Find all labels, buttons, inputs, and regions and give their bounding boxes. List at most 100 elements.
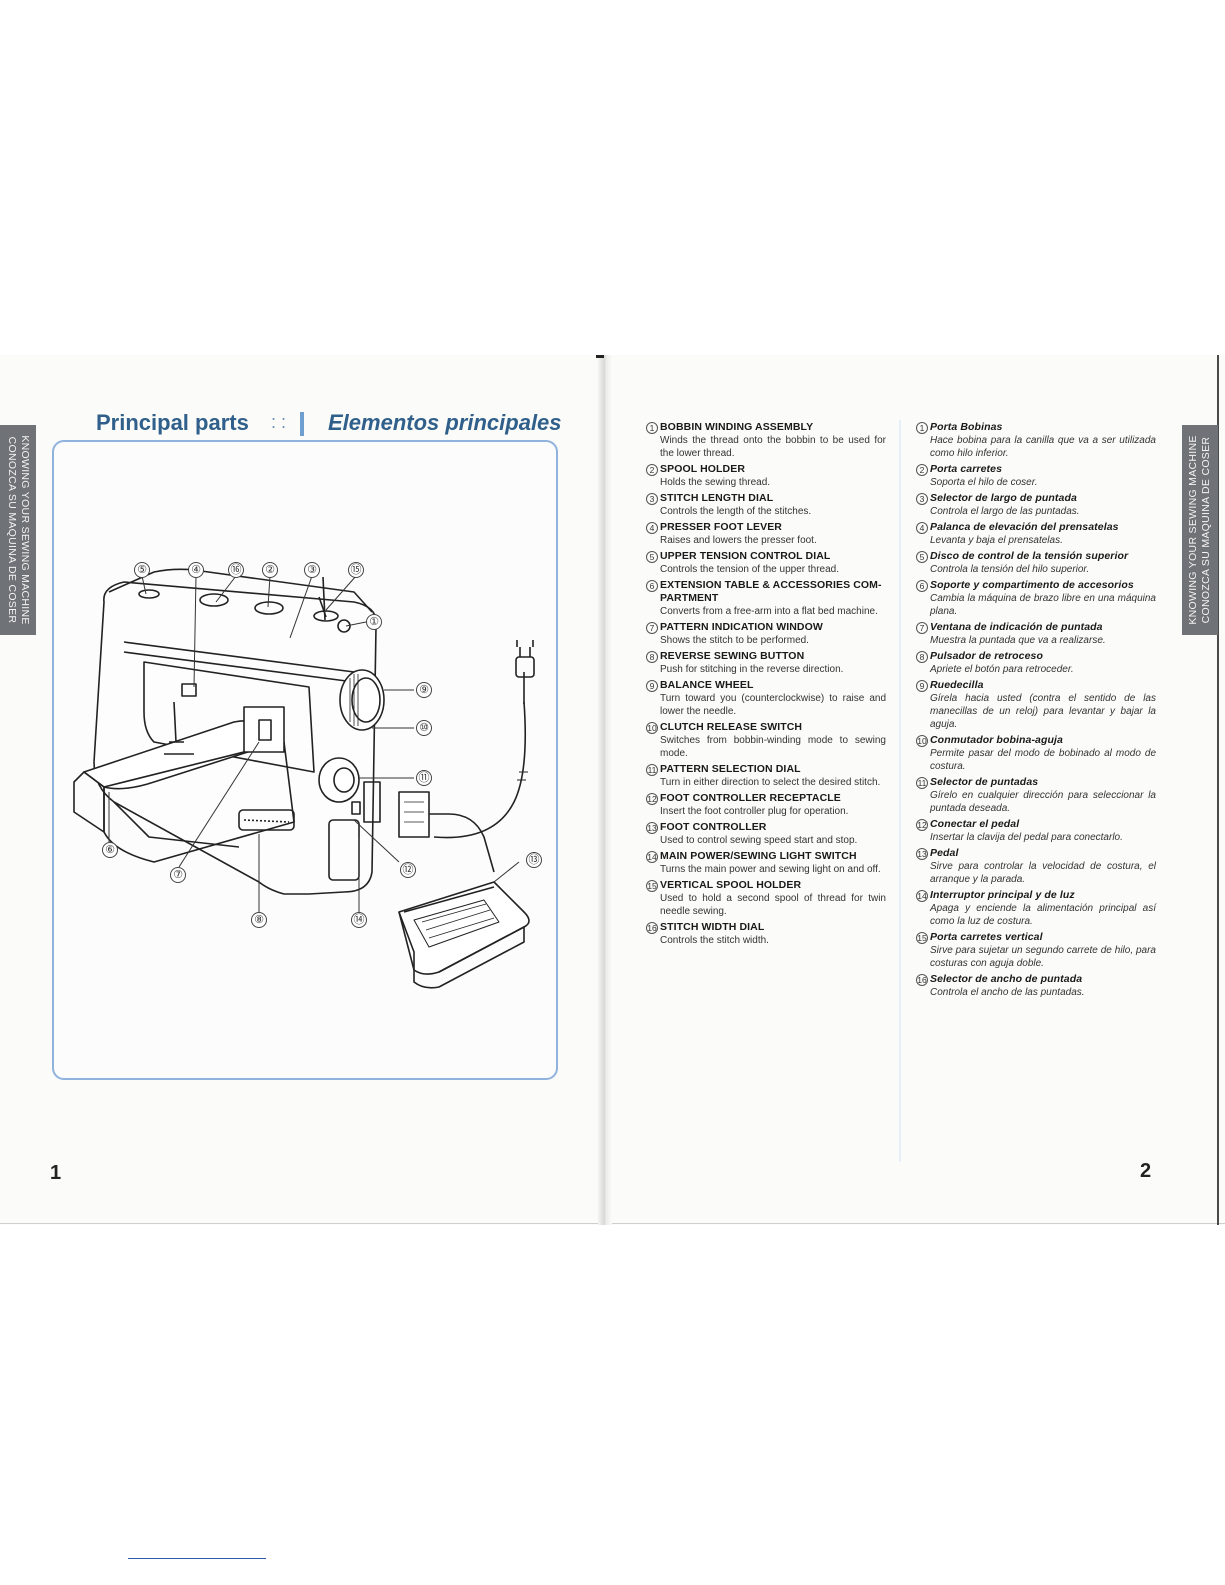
callout-7: ⑦ xyxy=(170,867,186,883)
item-heading: UPPER TENSION CONTROL DIAL xyxy=(660,550,831,562)
bottom-underline xyxy=(128,1558,266,1559)
item-heading: Conectar el pedal xyxy=(930,818,1020,830)
item-heading: Pulsador de retroceso xyxy=(930,650,1043,662)
item-number: 7 xyxy=(646,622,658,634)
item-description: Used to control sewing speed start and s… xyxy=(660,835,858,846)
title-spanish: Elementos principales xyxy=(328,410,562,435)
side-tab-left-text: KNOWING YOUR SEWING MACHINE CONOZCA SU M… xyxy=(5,430,31,630)
item-heading: VERTICAL SPOOL HOLDER xyxy=(660,879,802,891)
side-tab-line-es: CONOZCA SU MAQUINA DE COSER xyxy=(6,436,18,624)
right-page-edge xyxy=(1217,355,1219,1225)
item-number: 3 xyxy=(916,493,928,505)
item-description: Gírela hacia usted (contra el sentido de… xyxy=(930,693,1156,730)
item-heading: STITCH WIDTH DIAL xyxy=(660,921,765,933)
item-heading: EXTENSION TABLE & ACCESSORIES COM-PARTME… xyxy=(660,579,882,604)
item-number: 1 xyxy=(916,422,928,434)
item-number: 6 xyxy=(916,580,928,592)
item-description: Turns the main power and sewing light on… xyxy=(660,864,881,875)
item-heading: BOBBIN WINDING ASSEMBLY xyxy=(660,421,814,433)
item-heading: Ruedecilla xyxy=(930,679,984,691)
callout-1: ① xyxy=(366,614,382,630)
item-heading: CLUTCH RELEASE SWITCH xyxy=(660,721,803,733)
side-tab-line-en: KNOWING YOUR SEWING MACHINE xyxy=(1187,435,1199,625)
item-number: 13 xyxy=(916,848,928,860)
item-description: Converts from a free-arm into a flat bed… xyxy=(660,606,878,617)
item-number: 15 xyxy=(916,932,928,944)
item-description: Insert the foot controller plug for oper… xyxy=(660,806,849,817)
item-number: 8 xyxy=(646,651,658,663)
item-description: Winds the thread onto the bobbin to be u… xyxy=(660,435,886,459)
item-heading: Palanca de elevación del prensatelas xyxy=(930,521,1119,533)
item-number: 11 xyxy=(916,777,928,789)
item-heading: MAIN POWER/SEWING LIGHT SWITCH xyxy=(660,850,857,862)
item-description: Sirve para controlar la velocidad de cos… xyxy=(930,861,1156,885)
item-number: 9 xyxy=(646,680,658,692)
machine-diagram-frame: ⑤ ④ ⑯ ② ③ ⑮ ① ⑨ ⑩ ⑪ ⑫ ⑬ ⑭ ⑥ ⑦ ⑧ xyxy=(52,440,558,1080)
title-dots: : : xyxy=(271,412,287,432)
item-description: Used to hold a second spool of thread fo… xyxy=(660,893,886,917)
item-number: 2 xyxy=(916,464,928,476)
item-heading: BALANCE WHEEL xyxy=(660,679,754,691)
item-heading: Porta carretes xyxy=(930,463,1003,475)
item-heading: Interruptor principal y de luz xyxy=(930,889,1075,901)
callout-14: ⑭ xyxy=(351,912,367,928)
item-number: 8 xyxy=(916,651,928,663)
item-number: 11 xyxy=(646,764,658,776)
page-title: Principal parts : : Elementos principale… xyxy=(96,410,566,440)
item-heading: PATTERN SELECTION DIAL xyxy=(660,763,801,775)
item-description: Push for stitching in the reverse direct… xyxy=(660,664,844,675)
side-tab-right: KNOWING YOUR SEWING MACHINE CONOZCA SU M… xyxy=(1182,425,1218,635)
item-heading: Porta carretes vertical xyxy=(930,931,1043,943)
item-number: 14 xyxy=(916,890,928,902)
item-number: 15 xyxy=(646,880,658,892)
item-description: Sirve para sujetar un segundo carrete de… xyxy=(930,945,1156,969)
item-description: Soporta el hilo de coser. xyxy=(930,477,1038,488)
item-heading: Selector de ancho de puntada xyxy=(930,973,1083,985)
item-number: 12 xyxy=(916,819,928,831)
column-divider xyxy=(899,420,901,1162)
gutter-mark xyxy=(596,355,604,358)
item-description: Permite pasar del modo de bobinado al mo… xyxy=(930,748,1156,772)
item-description: Turn toward you (counterclockwise) to ra… xyxy=(660,693,886,717)
item-description: Insertar la clavija del pedal para conec… xyxy=(930,832,1123,843)
item-number: 5 xyxy=(646,551,658,563)
item-number: 13 xyxy=(646,822,658,834)
side-tab-left: KNOWING YOUR SEWING MACHINE CONOZCA SU M… xyxy=(0,425,36,635)
page-bottom-edge xyxy=(0,1223,1225,1224)
callout-9: ⑨ xyxy=(416,682,432,698)
item-heading: Ventana de indicación de puntada xyxy=(930,621,1103,633)
callout-8: ⑧ xyxy=(251,912,267,928)
item-description: Shows the stitch to be performed. xyxy=(660,635,809,646)
item-description: Turn in either direction to select the d… xyxy=(660,777,881,788)
item-heading: FOOT CONTROLLER RECEPTACLE xyxy=(660,792,841,804)
item-number: 12 xyxy=(646,793,658,805)
item-heading: Porta Bobinas xyxy=(930,421,1003,433)
item-description: Muestra la puntada que va a realizarse. xyxy=(930,635,1106,646)
item-heading: REVERSE SEWING BUTTON xyxy=(660,650,805,662)
